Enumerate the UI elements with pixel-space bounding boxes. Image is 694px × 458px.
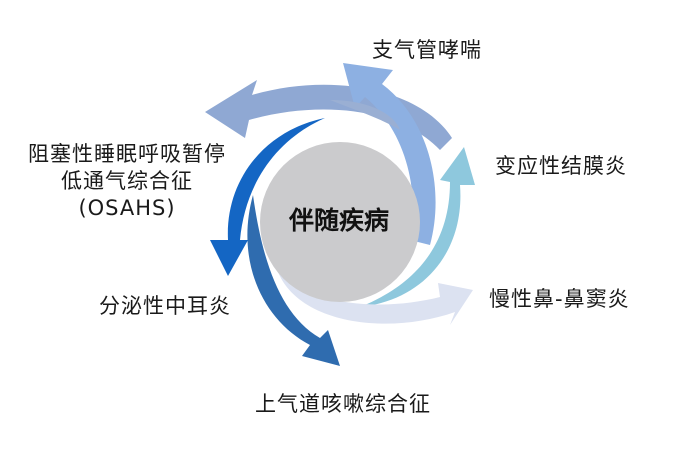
arrow-inner-sliver (330, 100, 400, 130)
center-circle (260, 142, 420, 302)
center-label: 伴随疾病 (289, 206, 390, 235)
label-secretory-otitis-media: 分泌性中耳炎 (99, 294, 231, 318)
label-chronic-rhinosinusitis: 慢性鼻-鼻窦炎 (489, 287, 630, 311)
label-osahs-line-1: 阻塞性睡眠呼吸暂停 (28, 142, 226, 166)
arrow-secretory-otitis (210, 118, 325, 276)
label-osahs-line-3: (OSAHS) (78, 196, 176, 220)
arrow-chronic-rhinosinusitis (278, 272, 473, 325)
label-osahs-line-2: 低通气综合征 (61, 169, 193, 193)
arrow-allergic-conjunctivitis (360, 147, 475, 307)
label-osahs: 阻塞性睡眠呼吸暂停 低通气综合征 (OSAHS) (18, 141, 236, 222)
arrow-bronchial-asthma (343, 63, 436, 245)
label-upper-airway-cough-syndrome: 上气道咳嗽综合征 (255, 392, 431, 416)
label-allergic-conjunctivitis: 变应性结膜炎 (495, 154, 627, 178)
arrow-upper-airway-cough (247, 195, 340, 366)
label-bronchial-asthma: 支气管哮喘 (372, 38, 482, 62)
